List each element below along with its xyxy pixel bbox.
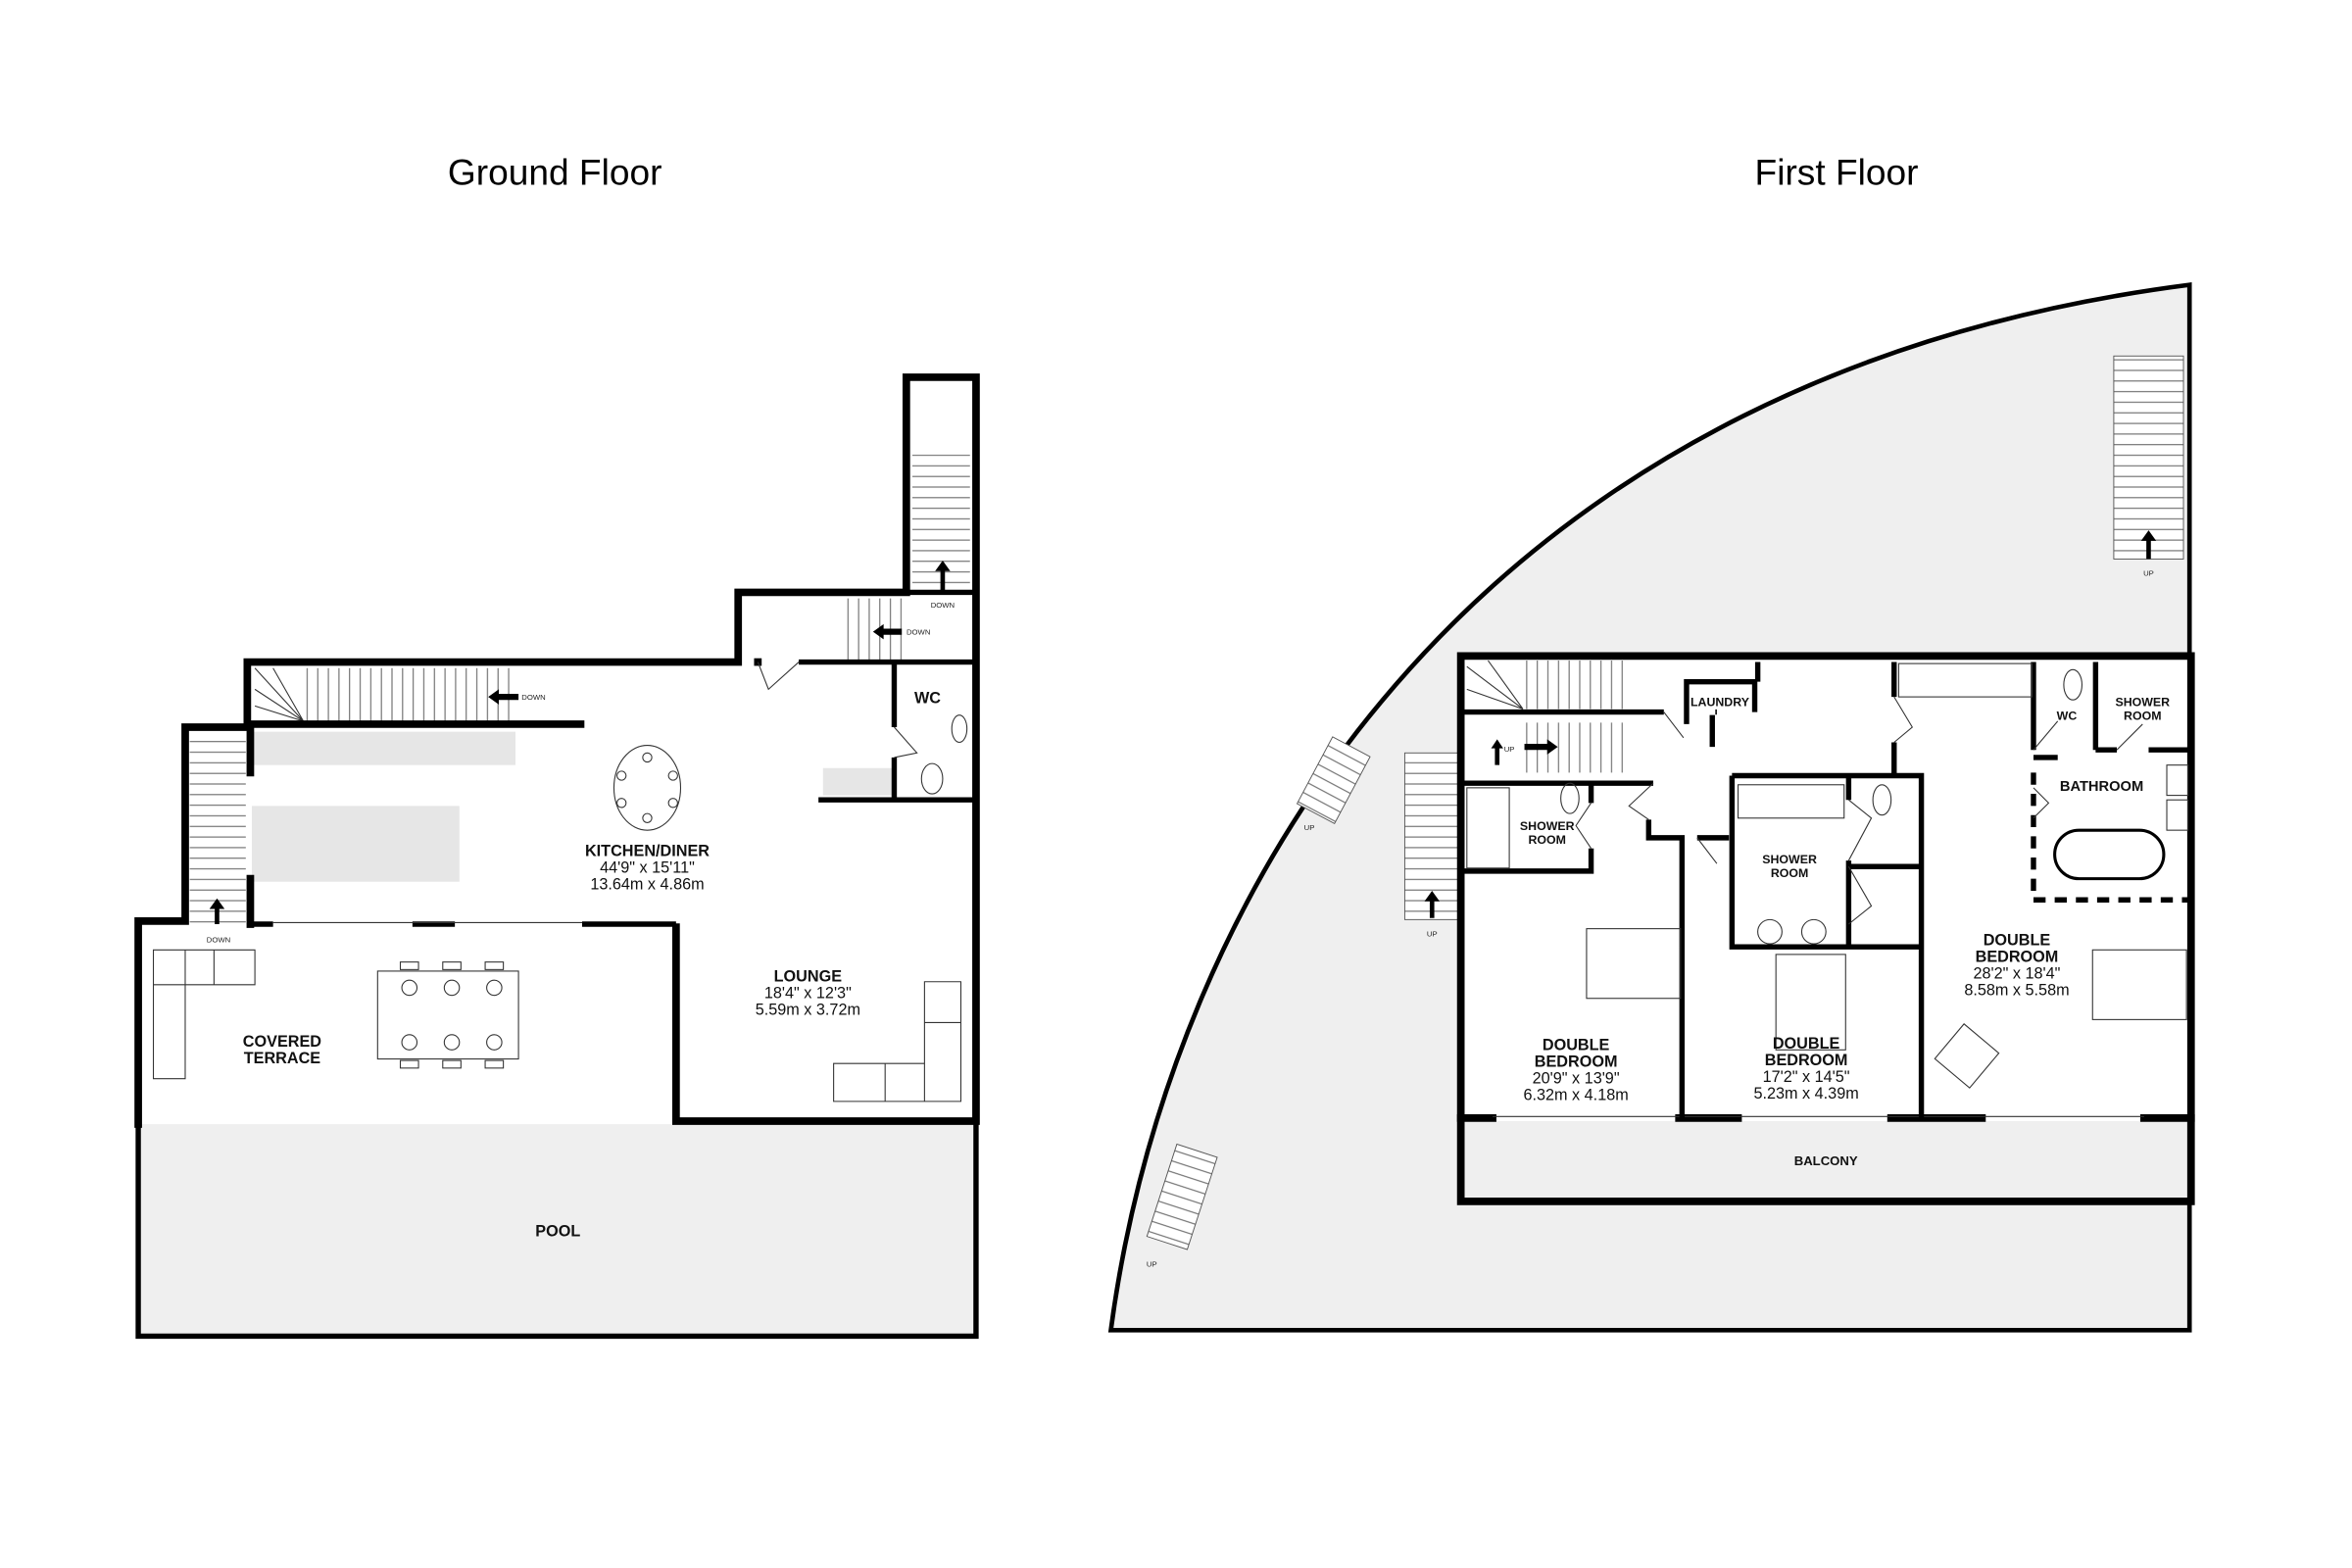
stairs-up-label: UP bbox=[1304, 823, 1315, 832]
dining-table-round bbox=[612, 745, 682, 831]
shower-tray bbox=[1466, 787, 1510, 869]
lounge-imperial: 18'4" x 12'3" bbox=[764, 985, 852, 1003]
kitchen-label: KITCHEN/DINER bbox=[585, 842, 710, 859]
basin-icon bbox=[2166, 764, 2189, 797]
ground-floor: Ground Floor POOL DOWN DOWN DOWN DOWN bbox=[134, 152, 980, 1340]
bedroom-label: DOUBLE bbox=[1543, 1036, 1610, 1054]
bedroom-imperial: 17'2" x 14'5" bbox=[1763, 1068, 1850, 1086]
stairs-down-label: DOWN bbox=[207, 936, 230, 945]
toilet-icon bbox=[1560, 782, 1580, 814]
basin-icon bbox=[2166, 799, 2189, 831]
kitchen-imperial: 44'9" x 15'11" bbox=[600, 858, 695, 876]
kitchen-island bbox=[252, 806, 460, 882]
wardrobe bbox=[1897, 662, 2033, 698]
wardrobe bbox=[1737, 784, 1845, 819]
bedroom-label: DOUBLE bbox=[1984, 932, 2051, 950]
balcony-label: BALCONY bbox=[1794, 1153, 1858, 1168]
bed-icon bbox=[1586, 928, 1682, 1000]
kitchen-metric: 13.64m x 4.86m bbox=[590, 875, 704, 893]
ground-floor-title: Ground Floor bbox=[448, 152, 662, 193]
stairs-up-label: UP bbox=[1427, 929, 1438, 938]
armchair-icon bbox=[1934, 1023, 2000, 1089]
toilet-icon bbox=[1872, 784, 1892, 816]
stairs-down-label: DOWN bbox=[521, 693, 545, 702]
bedroom-metric: 6.32m x 4.18m bbox=[1523, 1086, 1628, 1103]
wc-label: WC bbox=[2057, 709, 2078, 722]
bedroom-imperial: 20'9" x 13'9" bbox=[1533, 1069, 1620, 1087]
pool-area bbox=[138, 1124, 976, 1337]
stairs-up-label: UP bbox=[1147, 1259, 1157, 1268]
basin-icon bbox=[1757, 918, 1783, 945]
wc-label: WC bbox=[914, 689, 941, 707]
stairs bbox=[2113, 355, 2184, 560]
dining-table-rect bbox=[376, 961, 519, 1069]
terrace-label: TERRACE bbox=[244, 1050, 321, 1067]
arrow-up-icon bbox=[1424, 890, 1440, 918]
basin-icon bbox=[951, 714, 968, 744]
lounge-label: LOUNGE bbox=[774, 968, 843, 986]
stairs-up-label: UP bbox=[2143, 568, 2154, 577]
lounge-metric: 5.59m x 3.72m bbox=[756, 1002, 860, 1019]
sofa-icon bbox=[833, 981, 962, 1102]
shower-room-label: ROOM bbox=[1529, 833, 1566, 847]
bed-icon bbox=[2091, 949, 2187, 1020]
stairs bbox=[1296, 736, 1371, 825]
stairs bbox=[189, 733, 246, 924]
arrow-left-icon bbox=[488, 689, 519, 705]
terrace-label: COVERED bbox=[243, 1033, 321, 1051]
bathroom-label: BATHROOM bbox=[2060, 779, 2143, 795]
balcony-area bbox=[1463, 1120, 2188, 1200]
arrow-left-icon bbox=[872, 623, 903, 640]
arrow-up-icon bbox=[935, 560, 951, 591]
basin-icon bbox=[1800, 918, 1827, 945]
stairs bbox=[1403, 752, 1458, 920]
bedroom-metric: 8.58m x 5.58m bbox=[1964, 982, 2069, 1000]
shower-room-label: SHOWER bbox=[1762, 853, 1817, 866]
arrow-up-icon bbox=[1491, 739, 1503, 765]
stairs-up-label: UP bbox=[1504, 745, 1515, 754]
stairs-down-label: DOWN bbox=[931, 601, 955, 610]
shower-room-label: SHOWER bbox=[1520, 819, 1575, 833]
bedroom-label: BEDROOM bbox=[1765, 1052, 1848, 1069]
first-floor: First Floor UP UP UP UP BALCONY UP bbox=[1107, 152, 2195, 1333]
arrow-up-icon bbox=[2140, 530, 2157, 560]
bathtub-icon bbox=[2053, 828, 2166, 881]
bedroom-imperial: 28'2" x 18'4" bbox=[1973, 965, 2060, 983]
bedroom-label: BEDROOM bbox=[1535, 1053, 1618, 1070]
shower-room-label: ROOM bbox=[2124, 709, 2161, 722]
counter bbox=[822, 767, 895, 796]
stairs bbox=[1523, 661, 1627, 710]
laundry-label: LAUNDRY bbox=[1690, 695, 1750, 709]
bedroom-label: BEDROOM bbox=[1976, 949, 2059, 966]
toilet-icon bbox=[920, 762, 944, 795]
arrow-up-icon bbox=[209, 898, 225, 924]
pool-label: POOL bbox=[535, 1222, 580, 1240]
toilet-icon bbox=[2063, 668, 2082, 701]
shower-room-label: SHOWER bbox=[2115, 695, 2170, 709]
bed-icon bbox=[1775, 954, 1846, 1051]
stairs-down-label: DOWN bbox=[906, 628, 930, 637]
sofa-icon bbox=[152, 949, 256, 1080]
shower-room-label: ROOM bbox=[1771, 866, 1808, 880]
arrow-right-icon bbox=[1524, 739, 1558, 755]
first-floor-title: First Floor bbox=[1755, 152, 1919, 193]
bedroom-metric: 5.23m x 4.39m bbox=[1753, 1085, 1858, 1102]
bedroom-label: DOUBLE bbox=[1773, 1035, 1840, 1053]
stairs bbox=[1146, 1143, 1218, 1250]
stairs bbox=[303, 667, 515, 721]
kitchen-counter bbox=[252, 731, 515, 765]
